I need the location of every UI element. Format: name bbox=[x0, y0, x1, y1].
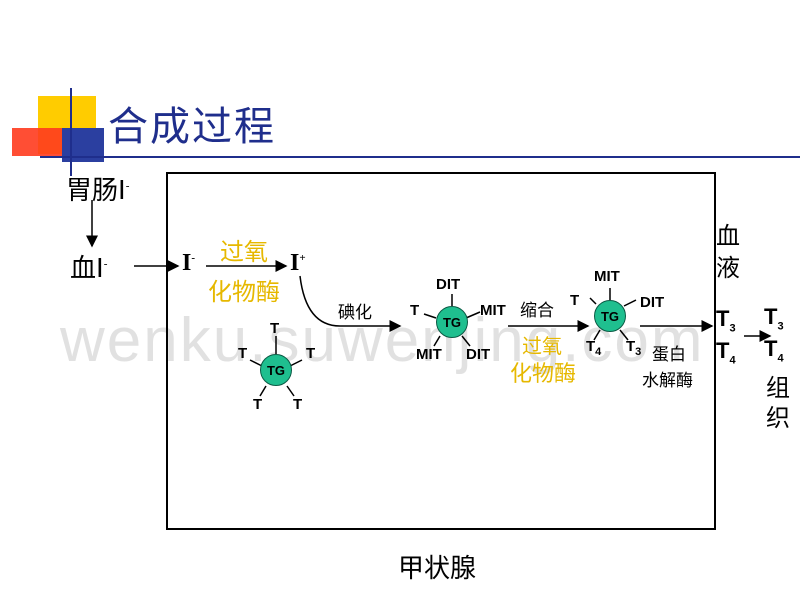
deco-line-horizontal bbox=[40, 156, 800, 158]
enzyme1-line2: 化物酶 bbox=[208, 278, 280, 306]
tissue-label-1: 组 bbox=[766, 374, 790, 402]
tg-molecule-condensed: TG bbox=[594, 300, 626, 332]
blood-iodide-label: 血I- bbox=[70, 254, 108, 284]
blood-t3: T3 bbox=[716, 306, 736, 335]
tg-molecule-initial: TG bbox=[260, 354, 292, 386]
tissue-label-2: 织 bbox=[766, 404, 790, 432]
tissue-t4: T4 bbox=[764, 336, 784, 365]
stomach-iodide-label: 胃肠I- bbox=[66, 176, 130, 206]
mit-bl-2: MIT bbox=[416, 346, 442, 363]
dit-br-2: DIT bbox=[466, 346, 491, 363]
t-top-1: T bbox=[270, 320, 280, 337]
deco-square-red bbox=[12, 128, 62, 156]
blood-label-2: 液 bbox=[716, 254, 740, 282]
t-left-1: T bbox=[238, 345, 248, 362]
thyroid-box bbox=[166, 172, 716, 530]
page-title: 合成过程 bbox=[108, 104, 276, 150]
t-right-1: T bbox=[306, 345, 316, 362]
deco-line-vertical bbox=[70, 88, 72, 176]
t-br-1: T bbox=[293, 396, 303, 413]
iodide-in-gland: I- bbox=[182, 250, 196, 276]
dit-top-2: DIT bbox=[436, 276, 461, 293]
t-left-3: T bbox=[570, 292, 580, 309]
tg-molecule-iodinated: TG bbox=[436, 306, 468, 338]
iodination-label: 碘化 bbox=[338, 303, 372, 323]
t3-label-3: T3 bbox=[626, 338, 642, 358]
t-left-2: T bbox=[410, 302, 420, 319]
iodine-oxidized: I+ bbox=[290, 250, 306, 276]
arrow-iodination bbox=[299, 275, 402, 332]
enzyme2-line2: 化物酶 bbox=[510, 362, 577, 387]
condensation-label: 缩合 bbox=[520, 301, 554, 321]
tissue-t3: T3 bbox=[764, 304, 784, 333]
t4-label-3: T4 bbox=[586, 338, 602, 358]
thyroid-gland-label: 甲状腺 bbox=[398, 554, 477, 584]
blood-t4: T4 bbox=[716, 338, 736, 367]
protease-line1: 蛋白 bbox=[652, 345, 686, 365]
mit-top-3: MIT bbox=[594, 268, 620, 285]
enzyme2-line1: 过氧 bbox=[522, 334, 562, 358]
blood-label-1: 血 bbox=[716, 222, 740, 250]
t-bl-1: T bbox=[253, 396, 263, 413]
protease-line2: 水解酶 bbox=[642, 371, 693, 391]
mit-right-2: MIT bbox=[480, 302, 506, 319]
dit-right-3: DIT bbox=[640, 294, 665, 311]
enzyme1-line1: 过氧 bbox=[220, 238, 268, 266]
